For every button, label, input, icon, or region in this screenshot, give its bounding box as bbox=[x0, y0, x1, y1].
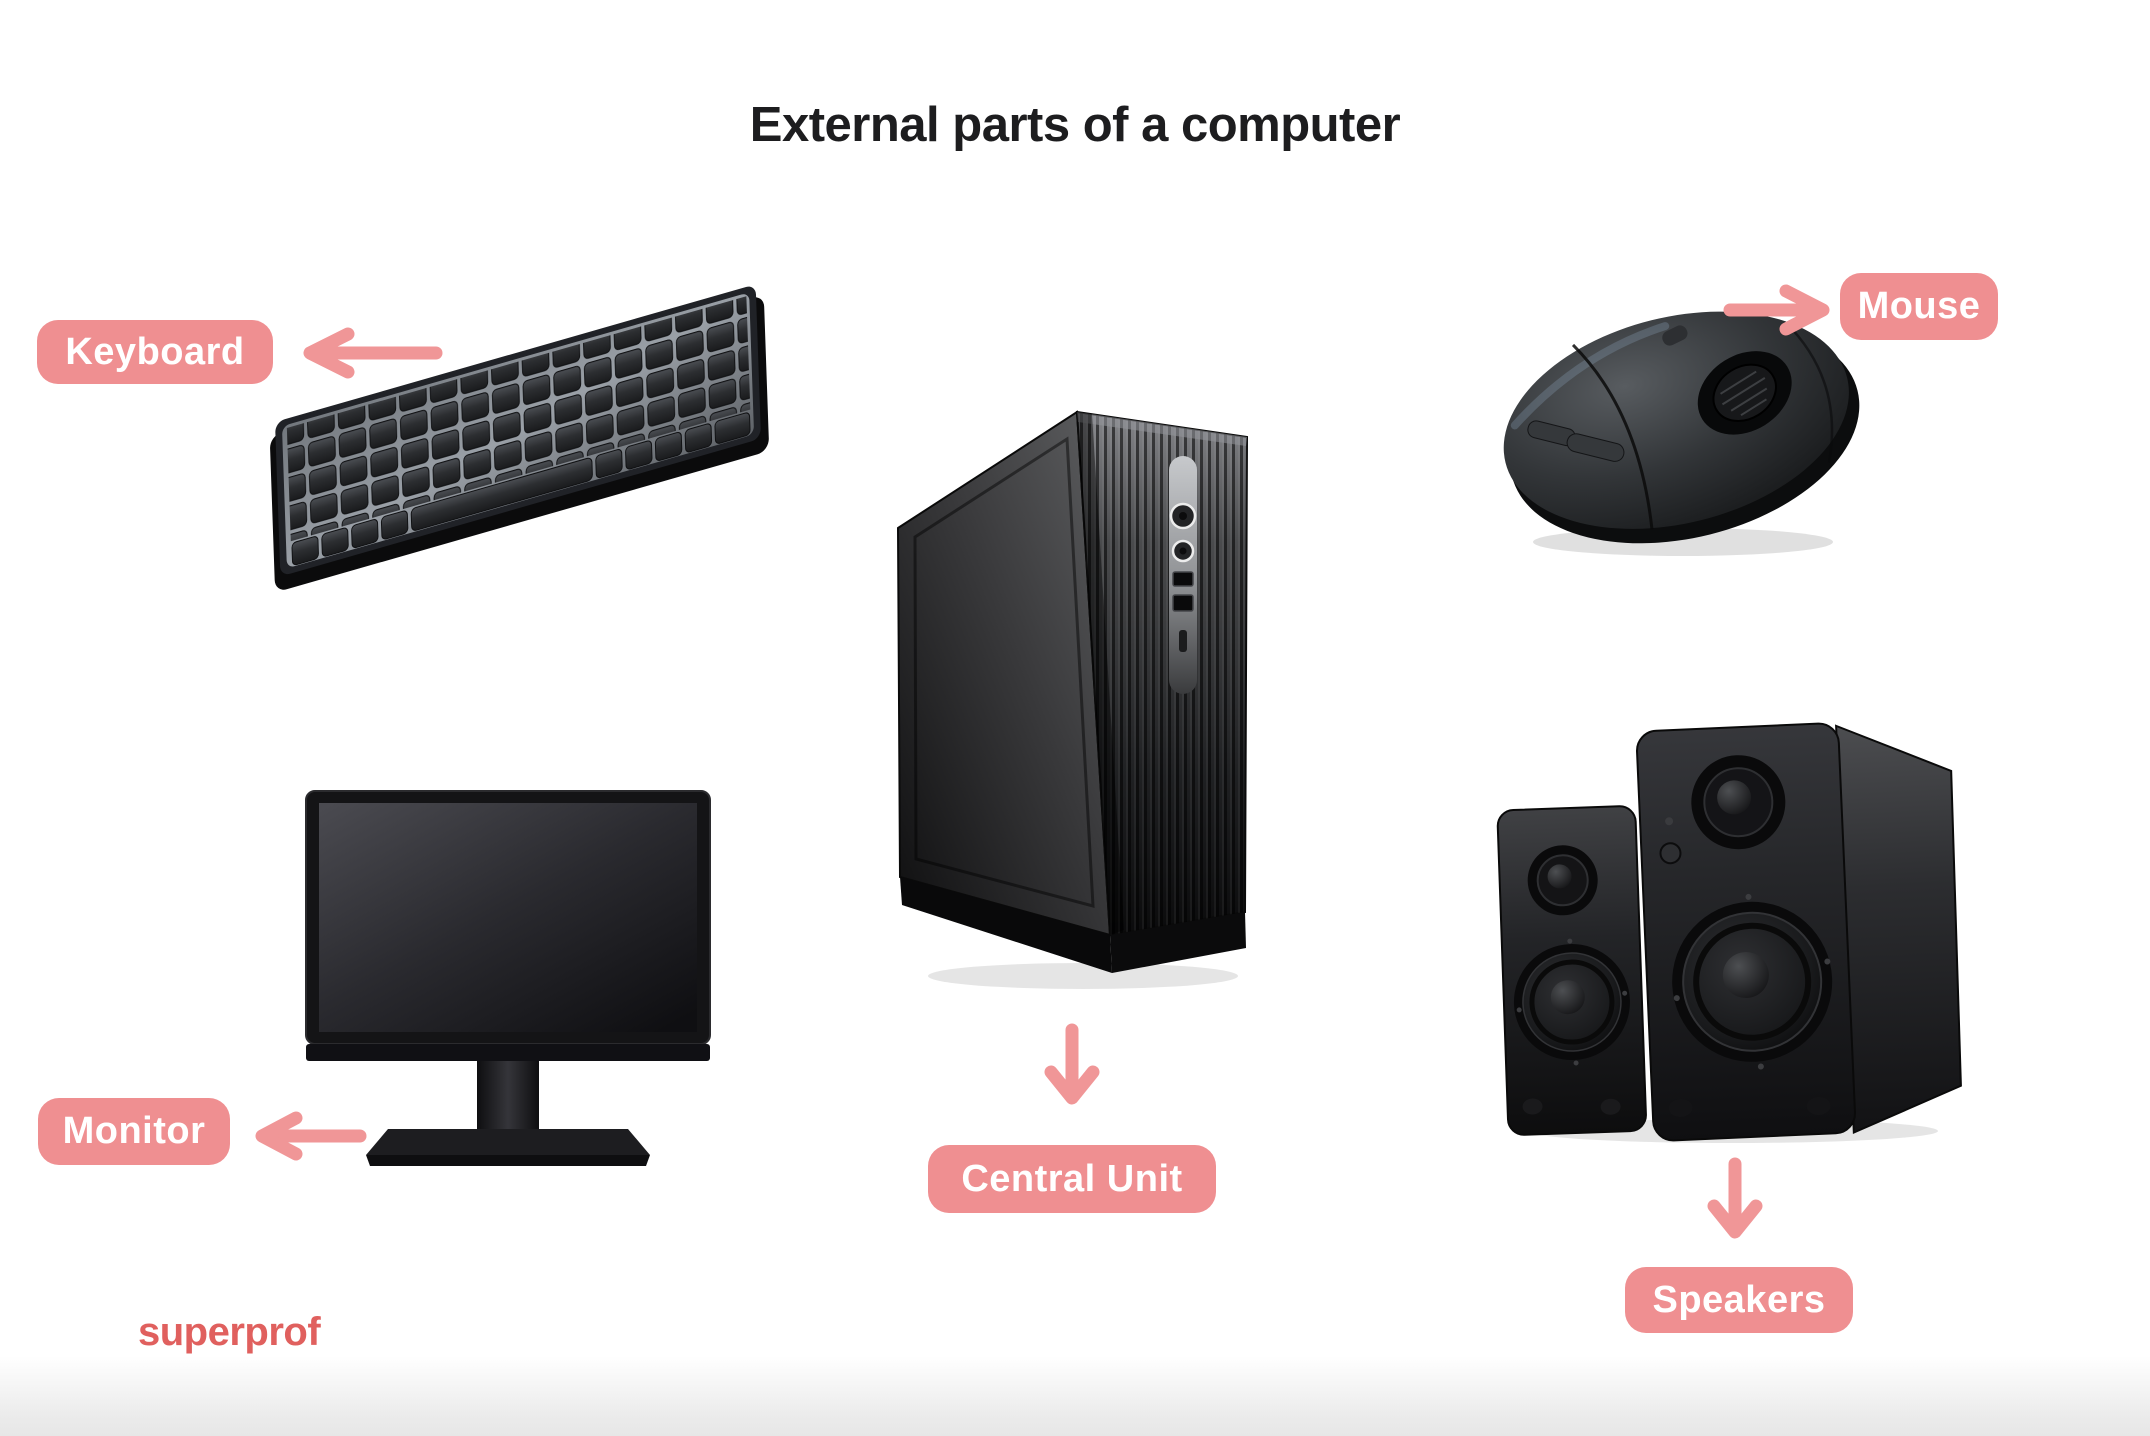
keyboard-label: Keyboard bbox=[37, 320, 273, 384]
bottom-gradient-band bbox=[0, 1356, 2150, 1436]
arrow-left-icon bbox=[255, 1111, 367, 1161]
monitor-label-text: Monitor bbox=[62, 1110, 206, 1152]
keyboard-label-text: Keyboard bbox=[65, 330, 245, 373]
mouse-image bbox=[1503, 311, 1860, 556]
central-unit-image bbox=[896, 410, 1249, 989]
speakers-label: Speakers bbox=[1625, 1267, 1853, 1333]
page-title: External parts of a computer bbox=[749, 97, 1401, 152]
keyboard-image bbox=[270, 286, 769, 590]
monitor-image bbox=[305, 790, 711, 1166]
speakers-label-text: Speakers bbox=[1652, 1278, 1826, 1321]
monitor-label: Monitor bbox=[38, 1098, 230, 1165]
mouse-label: Mouse bbox=[1840, 273, 1998, 340]
arrow-down-icon bbox=[1044, 1023, 1100, 1105]
speakers-image bbox=[1496, 722, 1962, 1143]
arrow-down-icon bbox=[1707, 1157, 1763, 1239]
superprof-logo: superprof bbox=[138, 1310, 321, 1354]
central-unit-label: Central Unit bbox=[928, 1145, 1216, 1213]
central-unit-label-text: Central Unit bbox=[961, 1157, 1183, 1200]
arrow-left-icon bbox=[303, 327, 443, 379]
mouse-label-text: Mouse bbox=[1857, 285, 1981, 327]
arrow-right-icon bbox=[1723, 284, 1830, 336]
